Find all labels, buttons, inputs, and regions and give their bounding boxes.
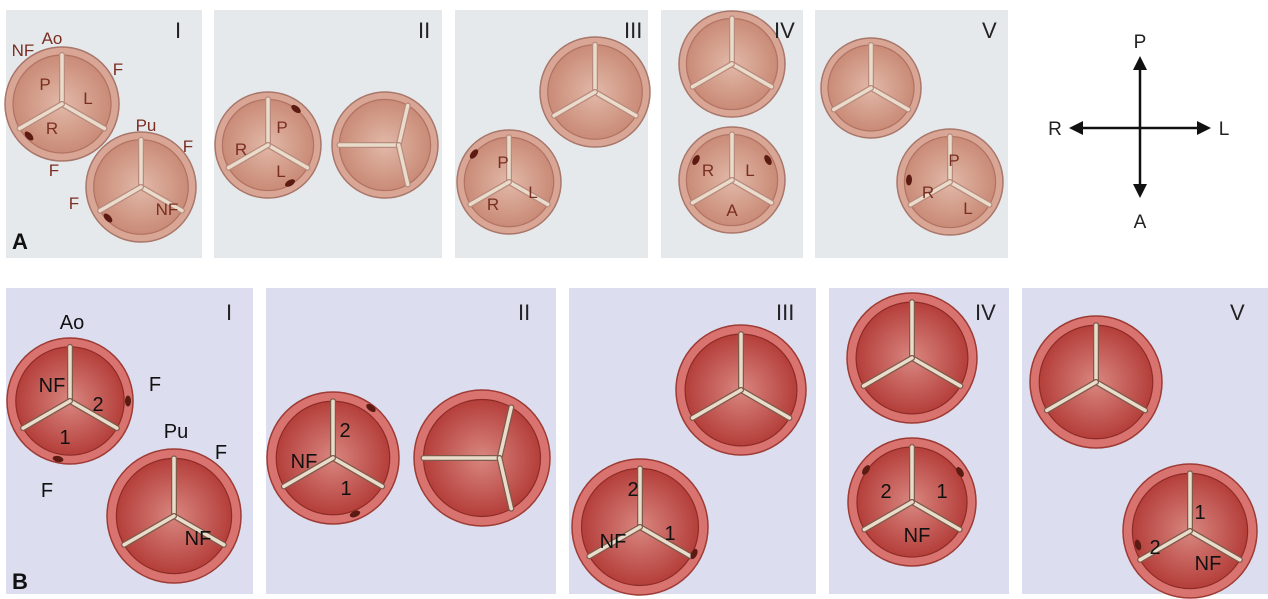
valve bbox=[540, 37, 650, 147]
leaflet-label: R bbox=[487, 195, 499, 214]
orientation-compass: P A R L bbox=[1048, 32, 1229, 233]
leaflet-label: A bbox=[726, 201, 738, 220]
numeral-b-5: V bbox=[1230, 300, 1245, 325]
valve: NF 21 bbox=[7, 338, 133, 464]
arrow-right-icon bbox=[1197, 121, 1211, 135]
leaflet-label: 2 bbox=[92, 394, 103, 416]
leaflet-label: L bbox=[528, 183, 537, 202]
row-letter-b: B bbox=[12, 569, 28, 594]
leaflet-label: NF bbox=[600, 531, 627, 553]
compass-right: R bbox=[1048, 119, 1062, 140]
leaflet-label: 2 bbox=[339, 420, 350, 442]
coronary-ostium-icon bbox=[125, 396, 131, 407]
numeral-a-4: IV bbox=[774, 18, 795, 43]
valve bbox=[821, 38, 921, 138]
valve bbox=[414, 390, 550, 526]
label-facing: F bbox=[215, 442, 227, 464]
valve bbox=[332, 92, 438, 198]
valve: P R L bbox=[457, 130, 561, 234]
valve: NF bbox=[107, 449, 241, 583]
label-facing: F bbox=[113, 60, 123, 79]
label-facing: F bbox=[41, 480, 53, 502]
leaflet-label: NF bbox=[1195, 553, 1222, 575]
leaflet-label: 1 bbox=[664, 523, 675, 545]
numeral-a-5: V bbox=[982, 18, 997, 43]
leaflet-label: P bbox=[39, 75, 50, 94]
valve: P R L bbox=[215, 92, 321, 198]
row-letter-a: A bbox=[12, 229, 28, 254]
valve: 1 2NF bbox=[1123, 464, 1257, 598]
leaflet-label: 2 bbox=[880, 481, 891, 503]
leaflet-label: L bbox=[276, 162, 285, 181]
label-aorta: Ao bbox=[60, 312, 84, 334]
label-pulmonary: Pu bbox=[164, 421, 188, 443]
arrow-down-icon bbox=[1133, 184, 1147, 198]
label-aorta: Ao bbox=[42, 29, 63, 48]
leaflet-label: NF bbox=[185, 528, 212, 550]
label-nonfacing: NF bbox=[12, 41, 35, 60]
valve bbox=[676, 325, 806, 455]
valve bbox=[847, 293, 977, 423]
leaflet-label: L bbox=[963, 199, 972, 218]
numeral-a-3: III bbox=[624, 18, 642, 43]
compass-anterior: A bbox=[1134, 212, 1147, 233]
valve: PR L bbox=[897, 129, 1003, 235]
arrow-up-icon bbox=[1133, 56, 1147, 70]
valve: R L A bbox=[679, 127, 785, 233]
label-pulmonary: Pu bbox=[136, 116, 157, 135]
valve: P L R bbox=[5, 47, 119, 161]
valve: 2NF 1 bbox=[267, 392, 399, 524]
numeral-a-2: II bbox=[418, 18, 430, 43]
numeral-b-3: III bbox=[776, 300, 794, 325]
valve bbox=[679, 11, 785, 117]
valve: 2NF 1 bbox=[572, 459, 708, 595]
numeral-a-1: I bbox=[175, 18, 181, 43]
valve: NF bbox=[86, 132, 196, 242]
leaflet-label: NF bbox=[904, 525, 931, 547]
valve: 2 1NF bbox=[848, 438, 976, 566]
label-facing: F bbox=[49, 161, 59, 180]
label-facing: F bbox=[69, 194, 79, 213]
leaflet-label: NF bbox=[291, 451, 318, 473]
label-facing: F bbox=[149, 374, 161, 396]
valve bbox=[1030, 316, 1162, 448]
numeral-b-1: I bbox=[226, 300, 232, 325]
leaflet-label: 2 bbox=[627, 479, 638, 501]
leaflet-label: NF bbox=[39, 375, 66, 397]
label-facing: F bbox=[183, 137, 193, 156]
leaflet-label: L bbox=[745, 161, 754, 180]
numeral-b-4: IV bbox=[975, 300, 996, 325]
leaflet-label: P bbox=[497, 153, 508, 172]
leaflet-label: 2 bbox=[1149, 537, 1160, 559]
leaflet-label: R bbox=[922, 183, 934, 202]
leaflet-label: 1 bbox=[340, 478, 351, 500]
leaflet-label: R bbox=[702, 161, 714, 180]
leaflet-label: 1 bbox=[59, 427, 70, 449]
compass-left: L bbox=[1219, 119, 1230, 140]
leaflet-label: NF bbox=[156, 200, 179, 219]
leaflet-label: L bbox=[83, 89, 92, 108]
leaflet-label: 1 bbox=[936, 481, 947, 503]
leaflet-label: 1 bbox=[1194, 502, 1205, 524]
compass-posterior: P bbox=[1134, 32, 1147, 53]
leaflet-label: R bbox=[46, 119, 58, 138]
leaflet-label: P bbox=[948, 151, 959, 170]
leaflet-label: P bbox=[276, 118, 287, 137]
leaflet-label: R bbox=[235, 140, 247, 159]
arrow-left-icon bbox=[1069, 121, 1083, 135]
numeral-b-2: II bbox=[518, 300, 530, 325]
